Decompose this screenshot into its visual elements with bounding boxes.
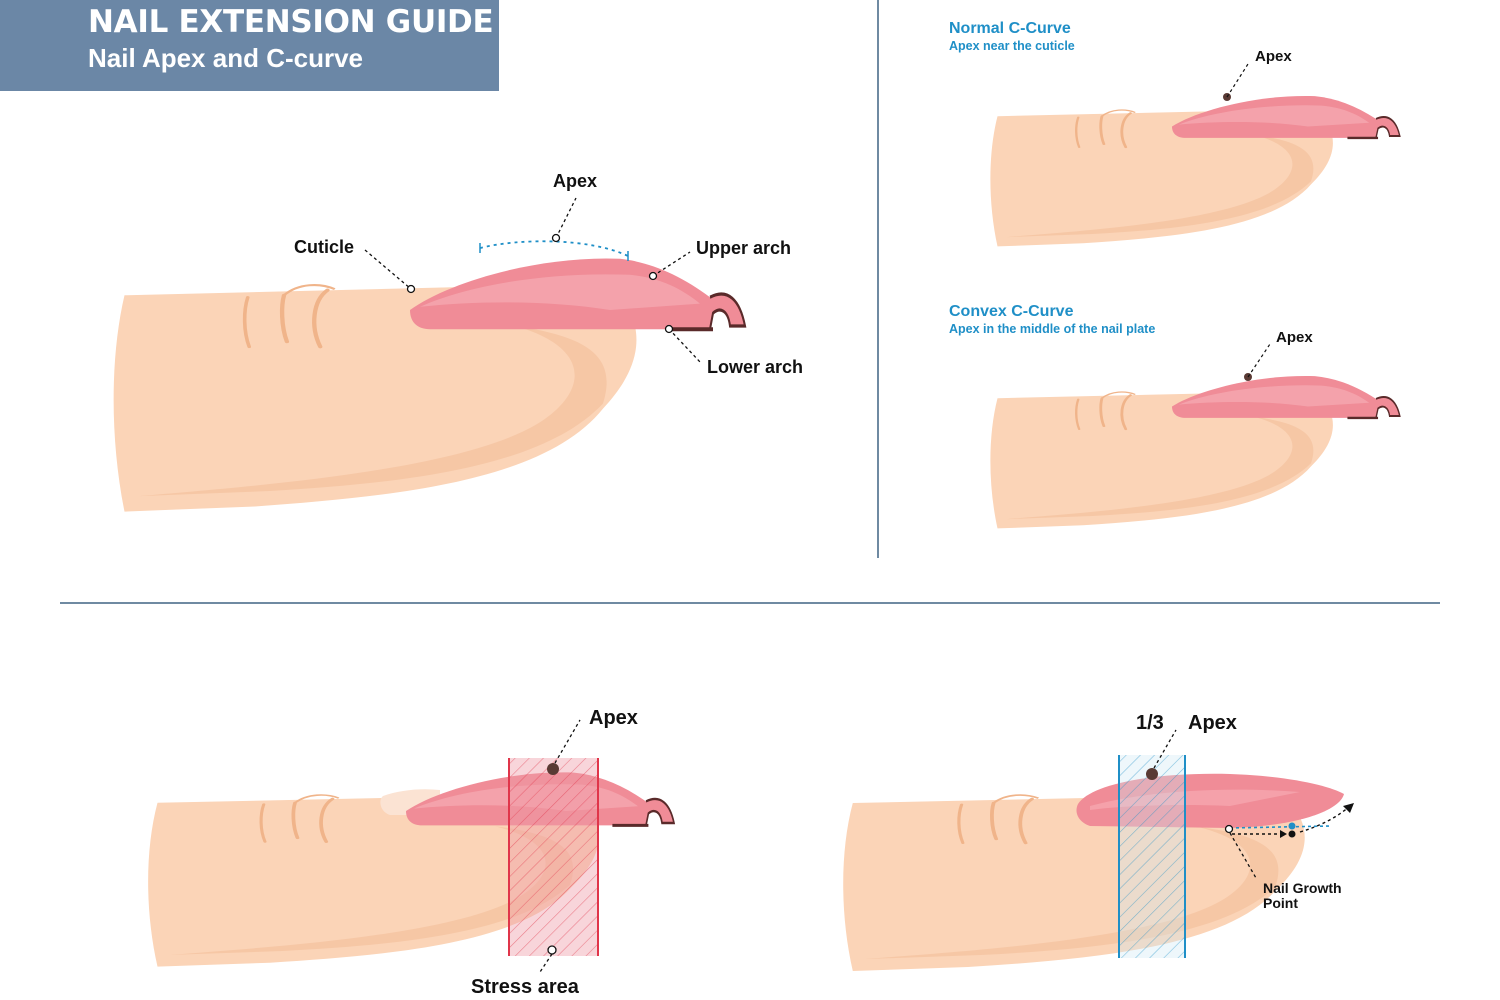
third-zone bbox=[1119, 755, 1185, 958]
one-third-label: 1/3 bbox=[1136, 712, 1164, 734]
convex-c-curve-panel: Convex C-Curve Apex in the middle of the… bbox=[949, 303, 1401, 530]
normal-curve-title: Normal C-Curve bbox=[949, 20, 1071, 37]
title-banner: NAIL EXTENSION GUIDE Nail Apex and C-cur… bbox=[0, 0, 499, 91]
nail-extension-icon bbox=[1170, 374, 1401, 420]
upper-arch-label: Upper arch bbox=[696, 238, 791, 258]
third-apex-label: Apex bbox=[1188, 712, 1237, 734]
growth-point-label-line1: Nail Growth bbox=[1263, 880, 1342, 896]
main-apex-label: Apex bbox=[553, 171, 597, 191]
growth-point-label-line2: Point bbox=[1263, 895, 1298, 911]
convex-curve-title: Convex C-Curve bbox=[949, 303, 1074, 320]
normal-curve-subtitle: Apex near the cuticle bbox=[949, 39, 1075, 53]
stress-area-label: Stress area bbox=[471, 976, 580, 998]
apex-arc-icon bbox=[479, 240, 629, 257]
main-finger-diagram: Apex Cuticle Upper arch Lower arch bbox=[114, 171, 803, 512]
lower-arch-label: Lower arch bbox=[707, 357, 803, 377]
convex-curve-subtitle: Apex in the middle of the nail plate bbox=[949, 322, 1155, 336]
nail-extension-icon bbox=[1170, 94, 1401, 140]
stress-area-zone bbox=[509, 758, 598, 956]
convex-apex-label: Apex bbox=[1276, 329, 1313, 346]
normal-c-curve-panel: Normal C-Curve Apex near the cuticle Ape… bbox=[949, 20, 1401, 248]
guide-title: NAIL EXTENSION GUIDE bbox=[88, 4, 494, 40]
nail-extension-icon bbox=[410, 259, 745, 330]
normal-apex-label: Apex bbox=[1255, 48, 1292, 65]
stress-apex-label: Apex bbox=[589, 707, 638, 729]
one-third-apex-diagram: 1/3 Apex Nail Growth Point bbox=[841, 712, 1354, 973]
cuticle-label: Cuticle bbox=[294, 237, 354, 257]
guide-subtitle: Nail Apex and C-curve bbox=[88, 43, 364, 73]
stress-area-diagram: Apex Stress area bbox=[146, 707, 676, 998]
